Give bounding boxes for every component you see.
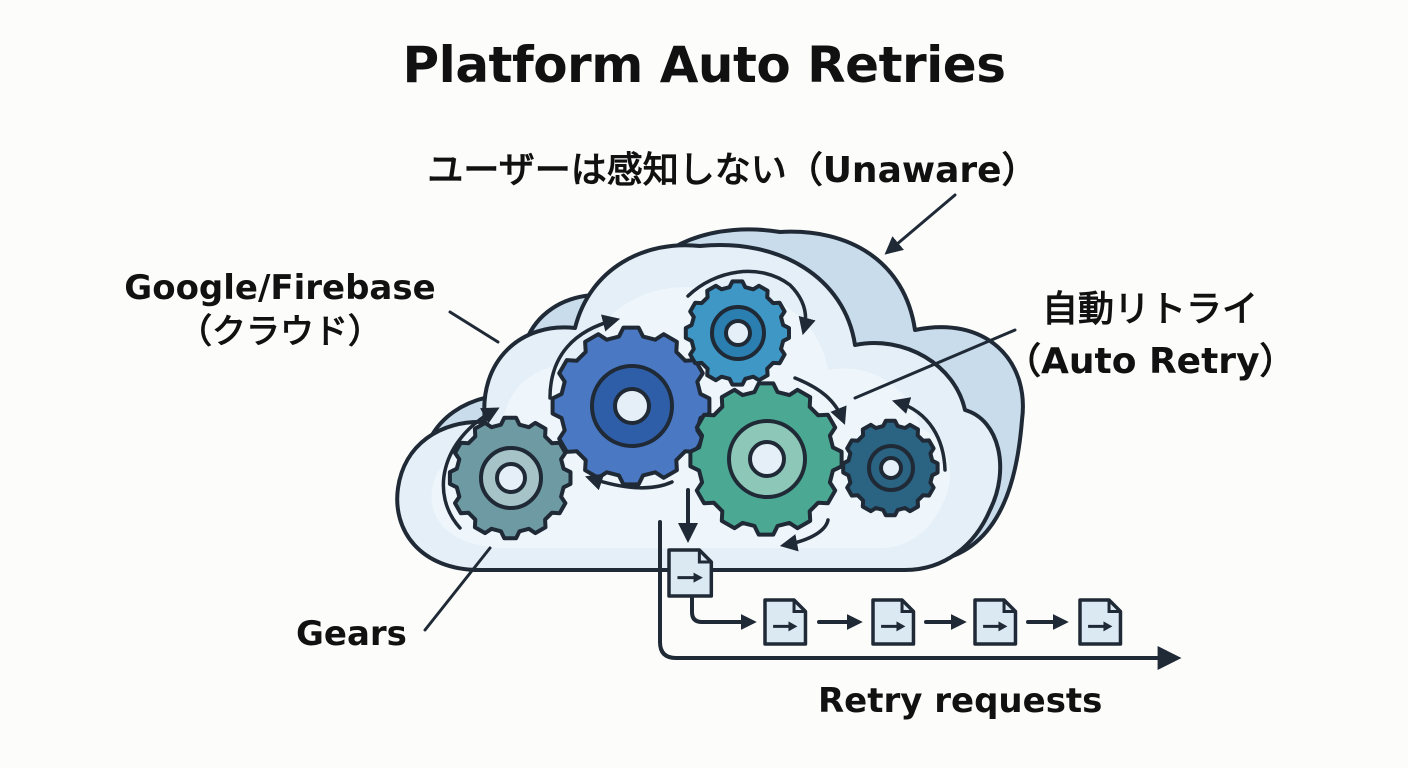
unaware-label: ユーザーは感知しない（Unaware） <box>427 150 1038 191</box>
auto-retry-leader-line <box>853 328 1017 400</box>
document-icon <box>871 598 916 646</box>
gears-leader-line <box>423 546 492 632</box>
cloud-label-line1: Google/Firebase <box>124 268 436 308</box>
arrow-icon <box>686 269 816 336</box>
document-icon <box>1078 598 1123 646</box>
document-icon <box>973 598 1018 646</box>
arrow-icon <box>793 376 847 425</box>
retry-requests-label: Retry requests <box>818 681 1103 721</box>
auto-retry-label: 自動リトライ （Auto Retry） <box>1005 284 1296 388</box>
arrow-icon <box>548 314 621 400</box>
arrow-icon <box>891 397 947 472</box>
auto-retry-label-line2: （Auto Retry） <box>1005 341 1296 382</box>
cloud-label-line2: （クラウド） <box>178 312 382 352</box>
cloud-label: Google/Firebase （クラウド） <box>100 266 460 354</box>
document-icon <box>763 598 808 646</box>
rotation-arrows <box>441 269 947 552</box>
arrow-icon <box>690 596 757 630</box>
retry-timeline-arrow <box>658 520 1182 670</box>
request-documents <box>667 548 1123 646</box>
cloud-leader-line <box>448 310 500 344</box>
arrow-icon <box>441 407 500 530</box>
arrow-icon <box>585 473 674 491</box>
page-title: Platform Auto Retries <box>402 36 1006 94</box>
gears-label: Gears <box>296 614 407 654</box>
auto-retry-label-line1: 自動リトライ <box>1041 289 1258 330</box>
document-icon <box>667 548 714 598</box>
unaware-arrow <box>884 193 957 255</box>
arrow-icon <box>779 518 830 552</box>
